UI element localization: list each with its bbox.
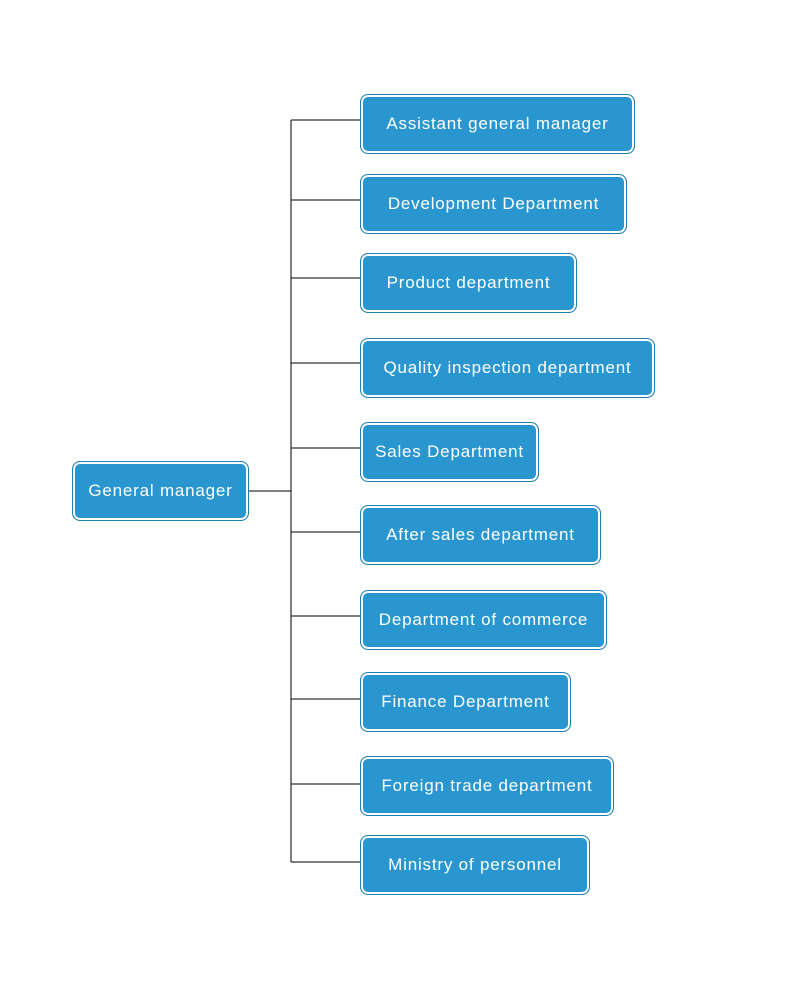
- node-sales-department[interactable]: Sales Department: [360, 422, 539, 482]
- node-general-manager[interactable]: General manager: [72, 461, 249, 521]
- node-foreign-trade-department[interactable]: Foreign trade department: [360, 756, 614, 816]
- node-department-of-commerce[interactable]: Department of commerce: [360, 590, 607, 650]
- node-after-sales-department[interactable]: After sales department: [360, 505, 601, 565]
- node-product-department[interactable]: Product department: [360, 253, 577, 313]
- node-quality-inspection-department[interactable]: Quality inspection department: [360, 338, 655, 398]
- node-development-department[interactable]: Development Department: [360, 174, 627, 234]
- node-assistant-general-manager[interactable]: Assistant general manager: [360, 94, 635, 154]
- node-finance-department[interactable]: Finance Department: [360, 672, 571, 732]
- node-ministry-of-personnel[interactable]: Ministry of personnel: [360, 835, 590, 895]
